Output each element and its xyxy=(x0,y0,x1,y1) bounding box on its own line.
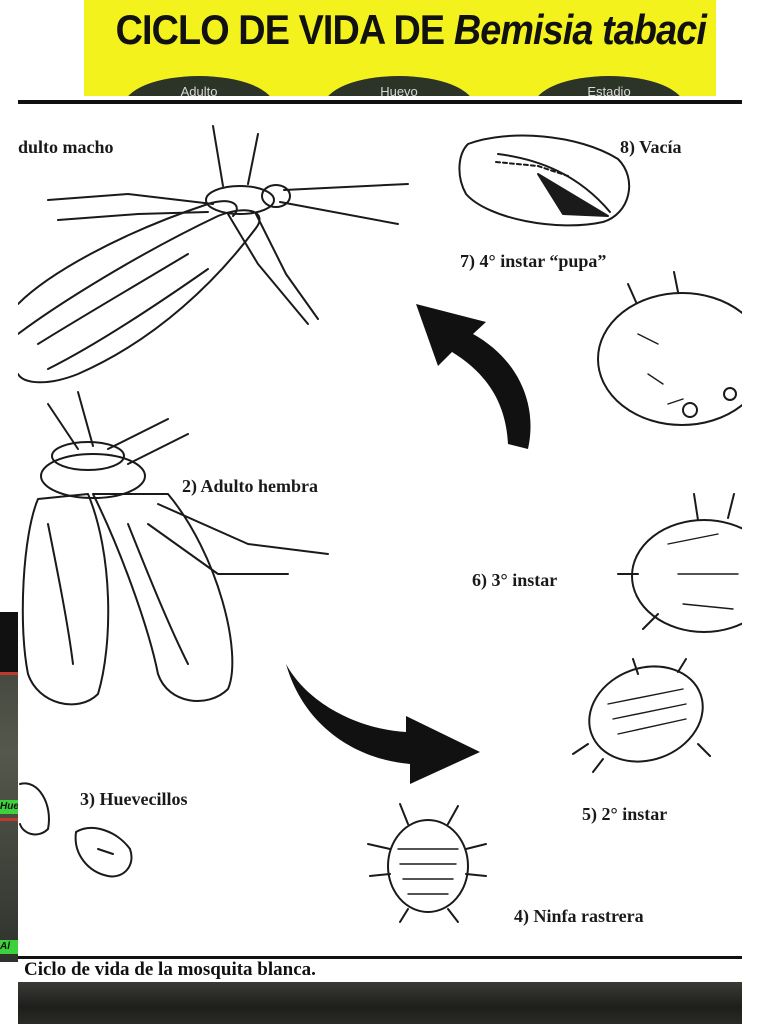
background-label-text: Hue xyxy=(0,801,18,812)
label-eggs: 3) Huevecillos xyxy=(80,789,188,809)
title-banner: Adulto Huevo Estadio CICLO DE VIDA DE Be… xyxy=(84,0,716,96)
second-instar-illustration xyxy=(572,658,711,773)
label-pupa: 7) 4° instar “pupa” xyxy=(460,251,607,271)
cycle-arrow-upper xyxy=(416,304,531,449)
banner-disc: Huevo xyxy=(324,76,474,96)
title-species-name: Bemisia tabaci xyxy=(453,6,707,53)
background-dark-strip xyxy=(0,612,18,675)
label-third-instar: 6) 3° instar xyxy=(472,570,558,590)
adult-female-illustration xyxy=(21,391,329,706)
banner-disc: Adulto xyxy=(124,76,274,96)
pupa-illustration xyxy=(597,271,742,426)
background-photo-bottom xyxy=(18,982,742,1024)
title-text: CICLO DE VIDA DE xyxy=(115,6,454,53)
background-red-line xyxy=(0,818,18,821)
label-crawler-nymph: 4) Ninfa rastrera xyxy=(514,906,644,926)
banner-disc-label: Estadio xyxy=(587,84,631,96)
background-photo-left: Hue Al xyxy=(0,612,18,962)
third-instar-illustration xyxy=(617,493,742,633)
cycle-arrow-lower xyxy=(286,664,480,784)
crawler-nymph-illustration xyxy=(367,803,487,923)
background-green-label xyxy=(0,800,18,814)
background-green-label xyxy=(0,940,18,954)
life-cycle-diagram xyxy=(18,125,742,923)
life-cycle-figure: dulto macho 8) Vacía 7) 4° instar “pupa”… xyxy=(18,100,742,959)
adult-male-illustration xyxy=(18,125,409,384)
figure-caption: Ciclo de vida de la mosquita blanca. xyxy=(24,959,316,980)
background-label-text: Al xyxy=(0,941,10,952)
banner-disc: Estadio xyxy=(534,76,684,96)
banner-disc-label: Adulto xyxy=(180,84,218,96)
label-adult-female: 2) Adulto hembra xyxy=(182,476,319,496)
banner-disc-label: Huevo xyxy=(380,84,418,96)
label-adult-male: dulto macho xyxy=(18,137,114,157)
empty-case-illustration xyxy=(458,134,631,227)
page-title: CICLO DE VIDA DE Bemisia tabaci xyxy=(115,6,707,54)
label-second-instar: 5) 2° instar xyxy=(582,804,668,824)
label-empty-case: 8) Vacía xyxy=(620,137,682,157)
eggs-illustration xyxy=(19,782,133,878)
